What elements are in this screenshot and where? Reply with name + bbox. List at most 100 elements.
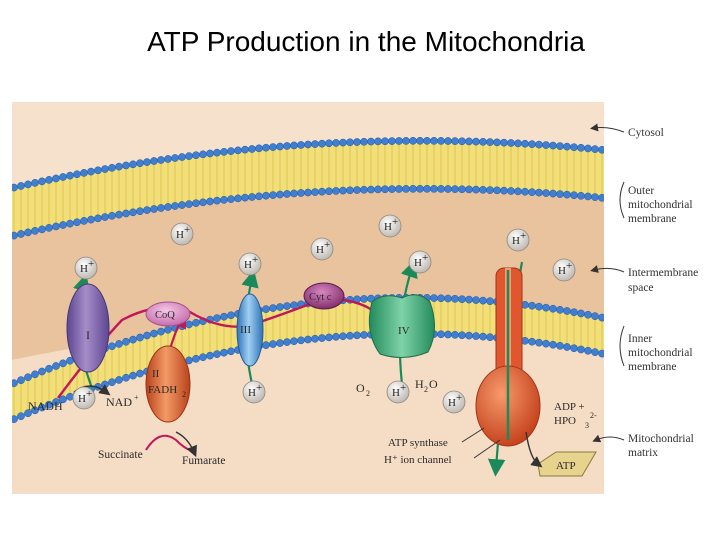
cytosol-label: Cytosol xyxy=(628,127,664,139)
proton-symbol: H xyxy=(448,397,456,409)
proton-charge: + xyxy=(184,224,190,236)
intermembrane-pointer xyxy=(590,265,625,273)
matrix-label-1: Mitochondrial xyxy=(628,433,694,445)
ion-channel-label: H⁺ ion channel xyxy=(384,454,452,466)
proton-charge: + xyxy=(86,388,92,400)
outer-membrane-bilayer xyxy=(12,136,604,240)
hpo-subscript: 3 xyxy=(585,421,589,430)
proton-ion: H+ xyxy=(242,380,266,404)
atp-label: ATP xyxy=(556,460,576,472)
atp-product: ATP xyxy=(525,431,597,477)
proton-symbol: H xyxy=(244,259,252,271)
proton-symbol: H xyxy=(248,387,256,399)
proton-charge: + xyxy=(324,239,330,251)
proton-ion: H+ xyxy=(386,380,410,404)
matrix-label-2: matrix xyxy=(628,447,658,459)
intermembrane-label-1: Intermembrane xyxy=(628,267,698,279)
outer-membrane-label-2: mitochondrial xyxy=(628,199,693,211)
inner-membrane-label-2: mitochondrial xyxy=(628,347,693,359)
complex-I: I xyxy=(66,283,110,373)
adp-label: ADP + xyxy=(554,401,585,413)
proton-charge: + xyxy=(256,382,262,394)
succinate-label: Succinate xyxy=(98,449,143,461)
ion-channel-leader xyxy=(473,439,501,459)
proton-symbol: H xyxy=(558,265,566,277)
compartment-labels: Cytosol Outer mitochondrial membrane Int… xyxy=(590,123,698,459)
nad-plus-label: NAD xyxy=(106,395,132,409)
atp-synthase-callout: ATP synthase H⁺ ion channel xyxy=(384,427,501,466)
proton-ion: H+ xyxy=(72,386,96,410)
atp-synthase xyxy=(475,267,541,447)
proton-ion: H+ xyxy=(74,256,98,280)
complex-II: II FADH 2 xyxy=(145,345,191,423)
fumarate-arrow xyxy=(175,431,197,458)
proton-symbol: H xyxy=(316,244,324,256)
h2o-subscript: 2 xyxy=(424,385,428,394)
proton-symbol: H xyxy=(384,221,392,233)
outer-membrane-bracket xyxy=(619,181,625,219)
proton-ion: H+ xyxy=(310,237,334,261)
hpo-charge: 2- xyxy=(590,411,597,420)
complex-I-label: I xyxy=(86,328,90,342)
proton-ion: H+ xyxy=(238,252,262,276)
o2-subscript: 2 xyxy=(366,389,370,398)
outer-membrane-label-3: membrane xyxy=(628,213,677,225)
nadh-reaction: NADH NAD + xyxy=(28,384,139,413)
proton-symbol: H xyxy=(80,263,88,275)
proton-charge: + xyxy=(422,252,428,264)
proton-charge: + xyxy=(252,254,258,266)
proton-ion: H+ xyxy=(170,222,194,246)
proton-ion: H+ xyxy=(442,390,466,414)
fadh2-subscript: 2 xyxy=(182,390,186,399)
complex-II-label: II xyxy=(152,368,160,380)
adp-phosphate: ADP + HPO 3 2- xyxy=(554,401,597,430)
o2-label: O xyxy=(356,381,365,395)
complex-III-label: III xyxy=(240,324,251,336)
proton-ion: H+ xyxy=(378,214,402,238)
complex-IV-label: IV xyxy=(398,325,410,337)
proton-symbol: H xyxy=(176,229,184,241)
proton-charge: + xyxy=(520,230,526,242)
slide-title: ATP Production in the Mitochondria xyxy=(147,26,585,57)
proton-charge: + xyxy=(566,260,572,272)
cytochrome-c: Cyt c xyxy=(303,282,345,310)
coq-label: CoQ xyxy=(155,310,175,321)
matrix-pointer xyxy=(592,434,625,443)
inner-membrane-bracket xyxy=(619,325,625,367)
h2o-o-label: O xyxy=(429,377,438,391)
cytosol-pointer xyxy=(590,123,625,133)
inner-membrane-label-3: membrane xyxy=(628,361,677,373)
atp-synthase-label: ATP synthase xyxy=(388,437,448,449)
proton-ions: H+H+H+H+H+H+H+H+H+H+H+H+ xyxy=(72,214,576,414)
proton-ion: H+ xyxy=(408,250,432,274)
nad-plus-charge: + xyxy=(134,393,139,402)
fadh2-label: FADH xyxy=(148,384,177,396)
proton-charge: + xyxy=(400,382,406,394)
coenzyme-q: CoQ xyxy=(145,301,191,327)
proton-charge: + xyxy=(392,216,398,228)
proton-ion: H+ xyxy=(506,228,530,252)
fumarate-label: Fumarate xyxy=(182,455,225,467)
proton-symbol: H xyxy=(78,393,86,405)
proton-charge: + xyxy=(456,392,462,404)
proton-symbol: H xyxy=(414,257,422,269)
hpo-label: HPO xyxy=(554,415,576,427)
intermembrane-label-2: space xyxy=(628,282,654,294)
proton-symbol: H xyxy=(512,235,520,247)
proton-ion: H+ xyxy=(552,258,576,282)
nadh-label: NADH xyxy=(28,399,63,413)
proton-charge: + xyxy=(88,258,94,270)
outer-membrane-label-1: Outer xyxy=(628,185,654,197)
oxygen-reduction: O 2 H 2 O xyxy=(356,377,438,398)
inner-membrane-label-1: Inner xyxy=(628,333,652,345)
atp-synthase-leader xyxy=(461,427,485,443)
succinate-reaction: Succinate Fumarate xyxy=(98,431,225,467)
atp-formation-arrow xyxy=(525,431,543,468)
h2o-h-label: H xyxy=(415,377,424,391)
proton-symbol: H xyxy=(392,387,400,399)
complex-III: III xyxy=(236,293,264,367)
cytc-label: Cyt c xyxy=(309,292,332,303)
succinate-arrow xyxy=(145,434,191,451)
complex-IV: IV xyxy=(368,294,435,358)
